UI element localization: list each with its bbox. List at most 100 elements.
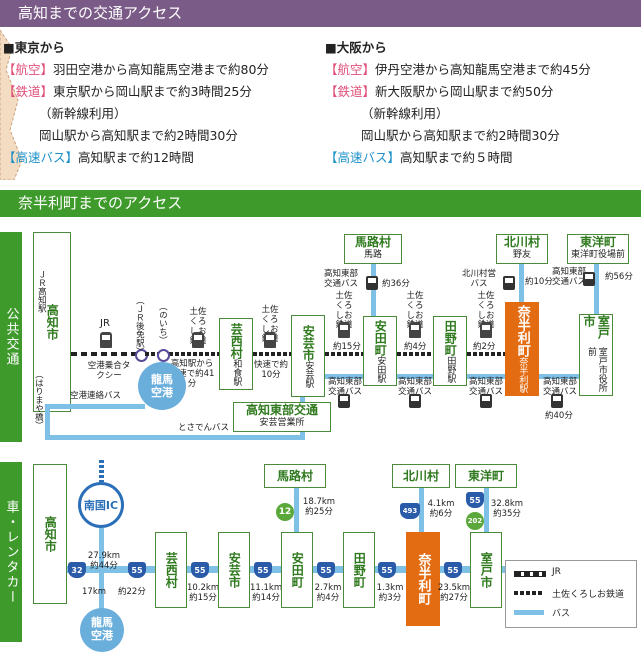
- car-d6: 2.7km 約4分: [314, 583, 342, 603]
- car-d5: 11.1km 約14分: [250, 583, 283, 603]
- box-kitagawa: 北川村野友: [496, 234, 548, 264]
- nankoku-ic-node: 南国IC: [78, 482, 124, 528]
- car-d8: 23.5km 約27分: [437, 583, 471, 603]
- label-tosaden: とさでんバス: [178, 423, 230, 433]
- osaka-line-rail: 【鉄道】新大阪駅から岡山駅まで約50分: [325, 84, 554, 99]
- label-jr: JR: [100, 318, 110, 329]
- box-toyo: 東洋町東洋町役場前: [567, 234, 629, 264]
- car-d10: 4.1km 約6分: [427, 499, 455, 519]
- car-box-geisei: 芸西村: [155, 532, 187, 608]
- label-bus-toyo: 高知東部交通バス: [552, 267, 587, 287]
- bus-icon: [366, 276, 378, 290]
- label-t56: 約56分: [605, 272, 633, 282]
- label-kaisoku10: 快速で約10分: [254, 360, 289, 380]
- tokyo-block: ■東京から 【航空】羽田空港から高知龍馬空港まで約80分 【鉄道】東京駅から岡山…: [3, 37, 269, 169]
- box-nahari: 奈半利町 奈半利駅: [505, 302, 539, 396]
- label-t10: 約10分: [525, 277, 553, 287]
- section-header-nahari-access: 奈半利町までのアクセス: [0, 190, 641, 217]
- header-title-2: 奈半利町までのアクセス: [18, 194, 183, 212]
- legend-bus-label: バス: [552, 609, 571, 619]
- tokyo-line-shinkansen: （新幹線利用）: [39, 106, 127, 121]
- tokyo-line-rail: 【鉄道】東京駅から岡山駅まで約3時間25分: [3, 84, 252, 99]
- tosa-line-4: [397, 352, 433, 356]
- route-32-shield: 32: [68, 562, 86, 578]
- side-label-car: 車・レンタカー: [0, 462, 22, 642]
- road-umaji: [294, 488, 299, 532]
- road-nankoku-down: [99, 528, 104, 568]
- legend: JR 土佐くろしお鉄道 バス: [505, 560, 637, 628]
- car-box-toyo: 東洋町: [455, 464, 517, 488]
- car-box-kitagawa: 北川村: [392, 464, 450, 488]
- tokyo-line-bus: 【高速バス】高知駅まで約12時間: [3, 150, 194, 165]
- airport-node: 龍馬空港: [138, 362, 186, 410]
- label-harimaya: （はりまや橋）: [33, 370, 44, 430]
- bus-tano-nahari: [467, 374, 505, 379]
- label-tb4: 高知東部交通バス: [542, 377, 577, 397]
- nankoku-stem: [99, 460, 104, 482]
- nankoku-label: 南国IC: [83, 499, 119, 512]
- label-t36: 約36分: [382, 279, 410, 289]
- tosa-line-2: [253, 352, 291, 356]
- train-icon: [100, 332, 112, 348]
- osaka-title: ■大阪から: [325, 40, 387, 55]
- train-icon: [480, 322, 492, 338]
- train-icon: [409, 322, 421, 338]
- route-55-shield: 55: [317, 562, 335, 578]
- bus-aki-yasuda: [325, 374, 363, 379]
- box-aki: 安芸市安芸駅: [291, 315, 325, 397]
- section-header-kochi-access: 高知までの交通アクセス: [0, 0, 641, 27]
- car-d4: 10.2km 約15分: [187, 583, 220, 603]
- label-t15: 約15分: [333, 342, 361, 352]
- car-d7: 1.3km 約3分: [376, 583, 404, 603]
- route-202-shield: 202: [466, 512, 484, 530]
- car-airport-node: 龍馬空港: [80, 608, 124, 652]
- osaka-line-bus: 【高速バス】高知駅まで約５時間: [325, 150, 513, 165]
- label-kuko-taxi: 空港乗合タクシー: [87, 361, 131, 381]
- label-t40: 約40分: [545, 411, 573, 421]
- box-umaji: 馬路村馬路: [344, 234, 402, 264]
- road-airport: [99, 570, 104, 610]
- car-d2: 17km: [82, 587, 107, 597]
- label-t2: 約2分: [473, 342, 496, 352]
- car-d9: 18.7km 約25分: [302, 497, 336, 517]
- osaka-block: ■大阪から 【航空】伊丹空港から高知龍馬空港まで約45分 【鉄道】新大阪駅から岡…: [325, 37, 591, 169]
- car-box-yasuda: 安田町: [281, 532, 313, 608]
- header-title: 高知までの交通アクセス: [18, 4, 183, 22]
- car-box-umaji: 馬路村: [264, 464, 326, 488]
- bus-toyo: [594, 264, 599, 314]
- box-geisei: 芸西村和食駅: [219, 318, 253, 390]
- bus-icon: [409, 394, 421, 408]
- bus-tosaden-line-h: [45, 435, 305, 440]
- legend-bus-swatch: [514, 610, 544, 615]
- bus-icon: [503, 276, 515, 290]
- bus-icon: [480, 394, 492, 408]
- tosa-line-1: [145, 352, 220, 356]
- car-box-kochi: 高知市: [33, 464, 67, 604]
- label-tb2: 高知東部交通バス: [397, 377, 432, 397]
- legend-jr-label: JR: [552, 567, 561, 577]
- box-kochi-city: 高知市: [33, 232, 71, 412]
- route-12-shield: 12: [276, 503, 294, 521]
- train-icon: [264, 332, 276, 348]
- tosa-line-5: [467, 352, 505, 356]
- jr-line: [71, 352, 141, 356]
- box-yasuda: 安田町安田駅: [363, 316, 397, 386]
- label-noichi: （のいち）: [157, 302, 168, 345]
- legend-tosa-label: 土佐くろしお鉄道: [552, 590, 625, 600]
- bus-kitagawa: [519, 264, 524, 302]
- bus-icon: [583, 272, 595, 286]
- tokyo-line-okayama: 岡山駅から高知駅まで約2時間30分: [39, 128, 238, 143]
- label-t4: 約4分: [404, 342, 427, 352]
- map-outline: [0, 30, 23, 180]
- osaka-line-air: 【航空】伊丹空港から高知龍馬空港まで約45分: [325, 62, 591, 77]
- side-label-public: 公共交通: [0, 232, 22, 442]
- label-kaisoku41: 高知駅から快速で約41分: [169, 359, 215, 389]
- box-muroto: 室戸市室戸市役所前: [579, 314, 613, 396]
- car-box-muroto: 室戸市: [470, 532, 502, 608]
- airport-label: 龍馬空港: [151, 372, 173, 399]
- bus-icon: [338, 394, 350, 408]
- label-bus-umaji: 高知東部交通バス: [323, 269, 358, 289]
- label-tb3: 高知東部交通バス: [468, 377, 503, 397]
- osaka-line-okayama: 岡山駅から高知駅まで約2時間30分: [361, 128, 560, 143]
- noichi-node: [157, 349, 170, 362]
